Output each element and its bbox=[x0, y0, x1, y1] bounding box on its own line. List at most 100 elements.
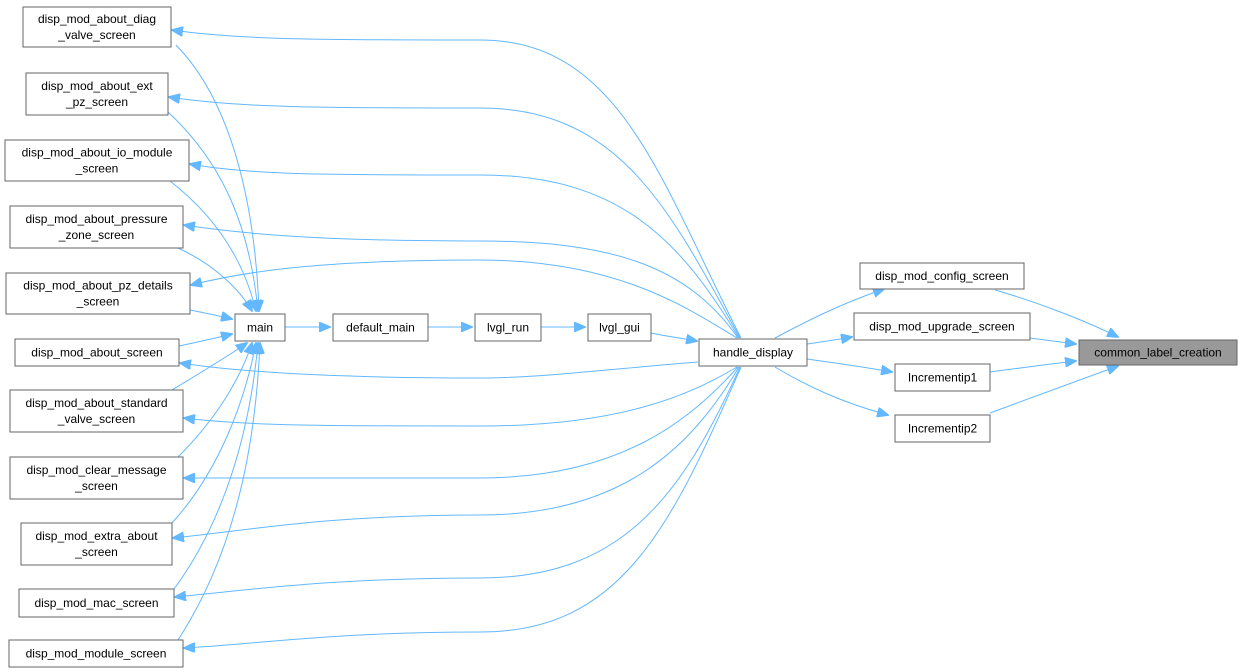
edge-disp_mod_about_io_module_screen-to-main bbox=[169, 180, 256, 311]
edge-handle_display-to-disp_mod_mac_screen bbox=[175, 366, 741, 597]
node-box bbox=[859, 262, 1025, 290]
node-label: _screen bbox=[75, 162, 119, 176]
edge-lvgl_gui-to-handle_display bbox=[650, 332, 697, 341]
node-Incrementip2[interactable]: Incrementip2 bbox=[894, 414, 991, 443]
node-box bbox=[474, 313, 542, 342]
node-box bbox=[9, 389, 184, 433]
node-lvgl_run[interactable]: lvgl_run bbox=[474, 313, 542, 342]
node-disp_mod_about_ext_pz_screen[interactable]: disp_mod_about_ext _pz_screen bbox=[25, 72, 169, 116]
node-default_main[interactable]: default_main bbox=[332, 313, 429, 342]
node-label: _screen bbox=[74, 545, 118, 559]
edge-disp_mod_upgrade_screen-to-common_label_creation bbox=[1029, 337, 1076, 344]
edge-disp_mod_about_pz_details_screen-to-main bbox=[189, 309, 232, 319]
edge-layer bbox=[168, 30, 1118, 648]
node-disp_mod_about_diag_valve_screen[interactable]: disp_mod_about_diag_valve_screen bbox=[22, 6, 172, 48]
node-box bbox=[5, 272, 191, 315]
node-label: main bbox=[247, 321, 273, 335]
node-disp_mod_extra_about_screen[interactable]: disp_mod_extra_about _screen bbox=[20, 522, 173, 566]
edge-handle_display-to-disp_mod_config_screen bbox=[774, 289, 884, 339]
node-label: _zone_screen bbox=[58, 228, 134, 242]
node-lvgl_gui[interactable]: lvgl_gui bbox=[587, 313, 652, 342]
edge-disp_mod_about_diag_valve_screen-to-main bbox=[175, 44, 259, 311]
edge-Incrementip2-to-common_label_creation bbox=[989, 366, 1118, 414]
node-Incrementip1[interactable]: Incrementip1 bbox=[894, 363, 991, 392]
node-label: Incrementip2 bbox=[908, 422, 978, 436]
node-box bbox=[894, 414, 991, 443]
node-label: disp_mod_extra_about bbox=[35, 529, 158, 543]
node-disp_mod_upgrade_screen[interactable]: disp_mod_upgrade_screen bbox=[853, 312, 1031, 341]
node-label: default_main bbox=[346, 321, 415, 335]
node-box bbox=[9, 456, 184, 500]
node-label: disp_mod_about_pressure bbox=[25, 212, 167, 226]
node-disp_mod_about_standard_valve_screen[interactable]: disp_mod_about_standard _valve_screen bbox=[9, 389, 184, 433]
node-box bbox=[20, 522, 173, 566]
node-label: common_label_creation bbox=[1094, 346, 1221, 360]
node-label: disp_mod_clear_message bbox=[26, 463, 166, 477]
node-disp_mod_module_screen[interactable]: disp_mod_module_screen bbox=[8, 639, 184, 668]
node-box bbox=[4, 139, 190, 182]
node-common_label_creation[interactable]: common_label_creation bbox=[1078, 339, 1238, 366]
node-main[interactable]: main bbox=[234, 313, 286, 342]
node-box bbox=[9, 205, 184, 249]
node-label: lvgl_run bbox=[487, 321, 529, 335]
edge-handle_display-to-disp_mod_upgrade_screen bbox=[806, 337, 852, 345]
node-disp_mod_about_pressure_zone_screen[interactable]: disp_mod_about_pressure _zone_screen bbox=[9, 205, 184, 249]
edge-handle_display-to-Incrementip2 bbox=[774, 366, 888, 415]
edge-disp_mod_extra_about_screen-to-main bbox=[171, 343, 256, 524]
edge-handle_display-to-disp_mod_module_screen bbox=[184, 366, 742, 648]
edge-disp_mod_about_ext_pz_screen-to-main bbox=[167, 111, 258, 311]
node-label: disp_mod_config_screen bbox=[875, 269, 1008, 283]
node-handle_display[interactable]: handle_display bbox=[698, 338, 808, 367]
edge-handle_display-to-disp_mod_about_standard_valve_screen bbox=[184, 366, 738, 427]
edge-disp_mod_config_screen-to-common_label_creation bbox=[994, 289, 1118, 337]
node-label: disp_mod_upgrade_screen bbox=[869, 320, 1014, 334]
node-box bbox=[14, 338, 180, 367]
node-box bbox=[1078, 339, 1238, 366]
node-box bbox=[25, 72, 169, 116]
edge-disp_mod_about_screen-to-main bbox=[178, 334, 232, 347]
node-disp_mod_about_pz_details_screen[interactable]: disp_mod_about_pz_details _screen bbox=[5, 272, 191, 315]
edge-handle_display-to-Incrementip1 bbox=[806, 358, 892, 372]
edge-handle_display-to-disp_mod_about_io_module_screen bbox=[190, 164, 740, 339]
node-label: disp_mod_module_screen bbox=[26, 647, 167, 661]
edge-disp_mod_about_pressure_zone_screen-to-main bbox=[177, 247, 252, 311]
node-box bbox=[332, 313, 429, 342]
node-box bbox=[698, 338, 808, 367]
node-label: _screen bbox=[76, 295, 120, 309]
node-box bbox=[8, 639, 184, 668]
node-label: Incrementip1 bbox=[908, 371, 978, 385]
node-disp_mod_about_io_module_screen[interactable]: disp_mod_about_io_module _screen bbox=[4, 139, 190, 182]
node-disp_mod_clear_message_screen[interactable]: disp_mod_clear_message _screen bbox=[9, 456, 184, 500]
edge-handle_display-to-disp_mod_about_diag_valve_screen bbox=[172, 30, 742, 339]
edge-Incrementip1-to-common_label_creation bbox=[989, 361, 1076, 373]
node-label: _valve_screen bbox=[57, 412, 135, 426]
node-label: _pz_screen bbox=[65, 95, 128, 109]
edge-disp_mod_module_screen-to-main bbox=[177, 343, 260, 641]
node-label: disp_mod_about_screen bbox=[31, 346, 162, 360]
node-layer: common_label_creation disp_mod_config_scr… bbox=[4, 6, 1238, 668]
node-label: _screen bbox=[74, 479, 118, 493]
node-label: disp_mod_about_io_module bbox=[22, 146, 173, 160]
node-label: handle_display bbox=[713, 346, 793, 360]
edge-handle_display-to-disp_mod_extra_about_screen bbox=[173, 366, 740, 538]
edge-handle_display-to-disp_mod_clear_message_screen bbox=[184, 366, 739, 478]
edge-handle_display-to-disp_mod_about_screen bbox=[180, 362, 699, 379]
node-disp_mod_mac_screen[interactable]: disp_mod_mac_screen bbox=[18, 588, 175, 618]
node-disp_mod_about_screen[interactable]: disp_mod_about_screen bbox=[14, 338, 180, 367]
node-box bbox=[234, 313, 286, 342]
edge-handle_display-to-disp_mod_about_ext_pz_screen bbox=[169, 97, 741, 339]
node-disp_mod_config_screen[interactable]: disp_mod_config_screen bbox=[859, 262, 1025, 290]
node-label: disp_mod_about_standard bbox=[25, 396, 167, 410]
edge-disp_mod_about_standard_valve_screen-to-main bbox=[171, 343, 247, 391]
node-label: lvgl_gui bbox=[599, 321, 640, 335]
node-box bbox=[18, 588, 175, 618]
node-box bbox=[22, 6, 172, 48]
node-box bbox=[587, 313, 652, 342]
node-label: disp_mod_about_ext bbox=[41, 79, 153, 93]
node-box bbox=[894, 363, 991, 392]
node-box bbox=[853, 312, 1031, 341]
node-label: disp_mod_about_pz_details bbox=[23, 279, 172, 293]
node-label: disp_mod_mac_screen bbox=[34, 596, 158, 610]
node-label: _valve_screen bbox=[57, 28, 135, 42]
